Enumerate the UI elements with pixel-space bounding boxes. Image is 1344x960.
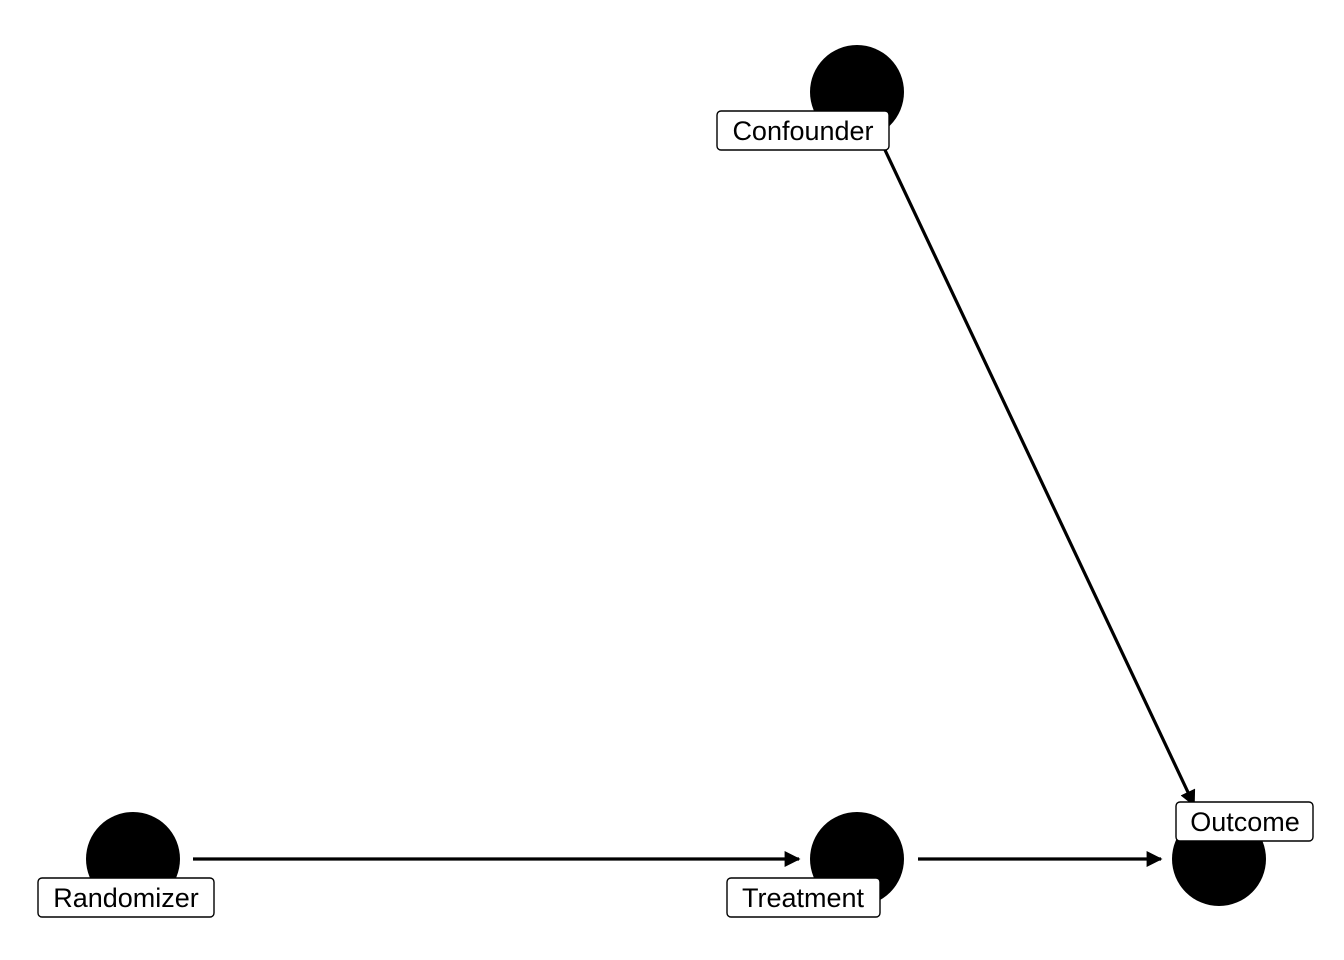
- node-randomizer-label-box: [37, 877, 215, 918]
- node-outcome-label-box: [1175, 801, 1314, 842]
- node-randomizer-label-text: Randomizer: [53, 883, 199, 913]
- node-confounder-label-text: Confounder: [732, 116, 873, 146]
- node-outcome-label-text: Outcome: [1190, 807, 1300, 837]
- node-confounder-label-box: [716, 110, 890, 151]
- node-randomizer-label: Randomizer: [37, 877, 215, 918]
- nodes: [86, 45, 1266, 906]
- node-treatment-label: Treatment: [726, 877, 881, 918]
- node-confounder-label: Confounder: [716, 110, 890, 151]
- node-outcome-label: Outcome: [1175, 801, 1314, 842]
- node-treatment-label-text: Treatment: [742, 883, 865, 913]
- labels: Confounder Randomizer Treatment Outcome: [37, 110, 1314, 918]
- edge-confounder-to-outcome: [883, 149, 1196, 807]
- node-treatment-label-box: [726, 877, 881, 918]
- edges: [193, 149, 1196, 867]
